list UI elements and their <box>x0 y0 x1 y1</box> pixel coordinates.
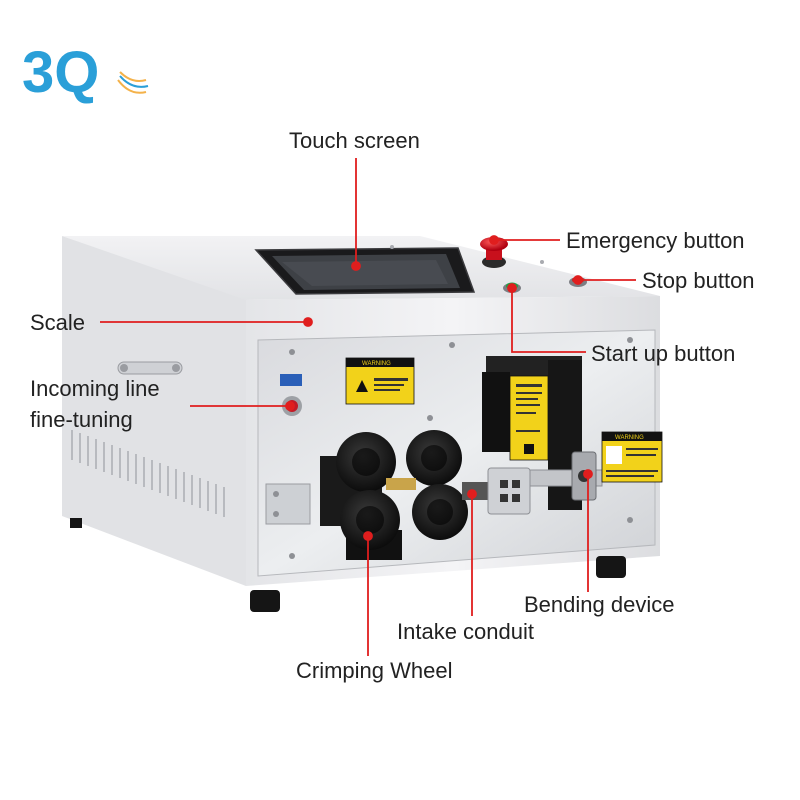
label-start-up-button: Start up button <box>591 341 735 366</box>
cutter-warning-sticker <box>509 375 549 461</box>
label-touch-screen: Touch screen <box>289 128 420 153</box>
label-fine-tuning: fine-tuning <box>30 407 133 432</box>
logo-text: 3Q <box>22 40 99 105</box>
callout-dot-scale <box>303 317 313 327</box>
touch-screen[interactable] <box>254 247 476 295</box>
callout-dot-crimping-wheel <box>363 531 373 541</box>
logo-swoosh-1 <box>119 71 147 82</box>
panel-screw <box>427 415 433 421</box>
crimping-wheels <box>320 430 468 560</box>
callout-dot-stop-button <box>573 275 583 285</box>
label-crimping-wheel: Crimping Wheel <box>296 658 453 683</box>
machine-foot-back <box>70 518 82 528</box>
callout-dot-fine-tuning <box>285 401 295 411</box>
logo-swoosh-3 <box>117 79 147 94</box>
left-guide-bracket <box>265 483 311 525</box>
side-handle <box>117 361 183 375</box>
label-intake-conduit: Intake conduit <box>397 619 534 644</box>
side-warning-sticker-text: WARNING <box>615 435 644 441</box>
wire-guide-plate <box>386 478 416 490</box>
callout-lines <box>100 158 636 656</box>
callout-line-start-up-button <box>511 288 586 353</box>
panel-screw <box>289 349 295 355</box>
panel-screw <box>627 337 633 343</box>
warning-sticker-text: WARNING <box>362 361 391 367</box>
warning-sticker: WARNING <box>345 357 415 405</box>
label-scale: Scale <box>30 310 85 335</box>
side-warning-sticker: WARNING <box>601 431 663 483</box>
label-stop-button: Stop button <box>642 268 755 293</box>
callout-dot-intake-conduit <box>467 489 477 499</box>
callout-dot-emergency-button <box>489 235 499 245</box>
side-vents <box>71 430 225 517</box>
machine-foot-left <box>250 590 280 612</box>
wire-stripping-machine: WARNING <box>62 236 663 612</box>
panel-screw <box>289 553 295 559</box>
machine-foot-right <box>596 556 626 578</box>
screw <box>540 260 544 264</box>
cutter-block-left <box>482 372 510 452</box>
panel-screw <box>627 517 633 523</box>
intake-conduit <box>462 467 531 515</box>
callout-dot-touch-screen <box>351 261 361 271</box>
brand-logo: 3Q <box>22 40 149 105</box>
screw <box>390 245 394 249</box>
panel-screw <box>449 342 455 348</box>
callout-dot-bending-device <box>583 469 593 479</box>
warning-triangle-icon <box>356 380 368 392</box>
callout-labels: Touch screen Emergency button Stop butto… <box>30 128 755 683</box>
label-incoming-line: Incoming line <box>30 376 160 401</box>
label-emergency-button: Emergency button <box>566 228 745 253</box>
bending-device <box>482 356 603 510</box>
callout-dot-start-up-button <box>507 283 517 293</box>
logo-swoosh-2 <box>119 75 149 88</box>
label-bending-device: Bending device <box>524 592 674 617</box>
